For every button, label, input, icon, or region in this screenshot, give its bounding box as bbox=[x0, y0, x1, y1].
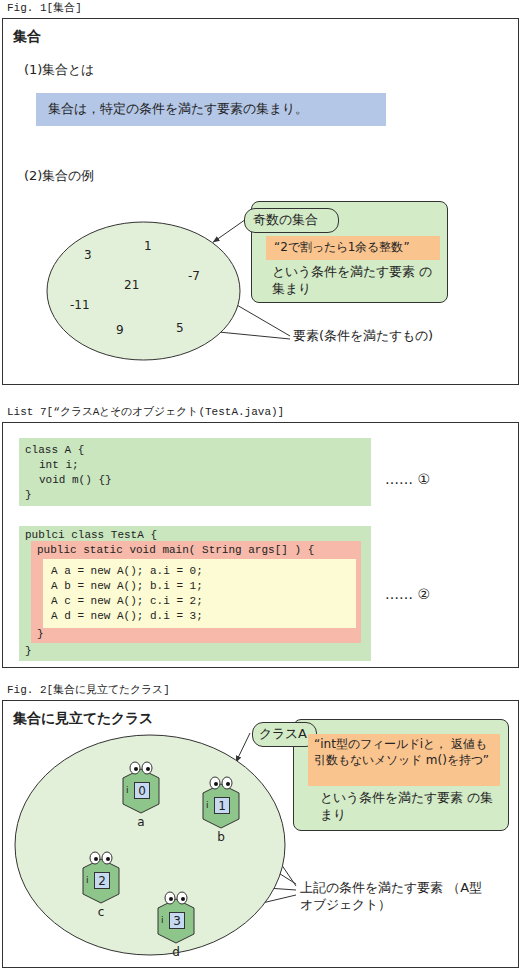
object-hexagon bbox=[123, 769, 159, 813]
node-text: 3 bbox=[84, 248, 114, 264]
code-line: } bbox=[25, 644, 32, 658]
object-eye bbox=[222, 777, 232, 789]
object-eye bbox=[210, 777, 220, 789]
node-text: -11 bbox=[70, 298, 100, 314]
code-line: } bbox=[37, 627, 44, 641]
annotation: (2)集合の例 bbox=[24, 168, 144, 185]
node-text: 奇数の集合 bbox=[253, 212, 333, 229]
class-code-block: publci class TestA {}public static void … bbox=[19, 526, 371, 661]
node-text: i bbox=[86, 875, 94, 887]
code-line: Fig. 2[集合に見立てたクラス] bbox=[7, 683, 170, 697]
leader-line bbox=[236, 733, 250, 762]
callout-number: …… ① bbox=[385, 470, 455, 488]
node-text: クラスA bbox=[259, 726, 311, 743]
field-value: 1 bbox=[214, 797, 230, 814]
node-text: b bbox=[214, 830, 228, 846]
node-text: d bbox=[169, 945, 183, 961]
condition-box: という条件を満たす要素 の集まりクラスA“int型のフィールドiと， 返値も引数… bbox=[293, 719, 509, 831]
object-hexagon bbox=[83, 859, 119, 903]
object-pupil bbox=[214, 782, 218, 786]
set-outline bbox=[47, 222, 240, 360]
annotation: 上記の条件を満たす要素 （A型オブジェクト） bbox=[300, 880, 485, 914]
object-pupil bbox=[94, 857, 98, 861]
condition-band: “int型のフィールドiと， 返値も引数もないメソッド m()を持つ” bbox=[308, 734, 500, 786]
object-eye bbox=[142, 762, 152, 774]
condition-box: という条件を満たす要素 の集まり 奇数の集合 “2で割ったら1余る整数” bbox=[251, 201, 448, 303]
node-text: 21 bbox=[124, 278, 154, 294]
object-pupil bbox=[181, 897, 185, 901]
field-value: 2 bbox=[94, 872, 110, 889]
definition-band: 集合は，特定の条件を満たす要素の集まり。 bbox=[36, 93, 386, 126]
code-line: A b = new A(); b.i = 1; bbox=[51, 579, 203, 593]
code-line: } bbox=[25, 488, 32, 502]
code-line: Fig. 1[集合] bbox=[7, 1, 82, 15]
callout-number: …… ② bbox=[385, 585, 455, 603]
node-text: 集合に見立てたクラス bbox=[13, 709, 233, 727]
listing-frame: List 7[“クラスAとそのオブジェクト(TestA.java)]class … bbox=[2, 422, 519, 668]
object-icon: i1b bbox=[201, 776, 241, 828]
code-line: class A { bbox=[25, 443, 84, 457]
object-pupil bbox=[226, 782, 230, 786]
statement-code-block: A a = new A(); a.i = 0;A b = new A(); b.… bbox=[43, 559, 356, 628]
code-line: void m() {} bbox=[39, 473, 112, 487]
object-eye bbox=[90, 852, 100, 864]
node-text: c bbox=[94, 905, 108, 921]
class-code-block: class A {int i;void m() {}} bbox=[19, 438, 371, 506]
node-text: 9 bbox=[116, 323, 146, 339]
object-eye bbox=[102, 852, 112, 864]
object-eye bbox=[165, 892, 175, 904]
object-eye bbox=[130, 762, 140, 774]
code-line: A c = new A(); c.i = 2; bbox=[51, 594, 203, 608]
object-pupil bbox=[169, 897, 173, 901]
code-line: public static void main( String args[] )… bbox=[37, 543, 314, 557]
connector bbox=[213, 221, 244, 243]
node-text: という条件を満たす要素 の集まり bbox=[320, 790, 502, 824]
field-value: 0 bbox=[134, 782, 150, 799]
node-text: “2で割ったら1余る整数” bbox=[274, 240, 434, 256]
set-ellipse bbox=[46, 221, 241, 361]
odd-set-ellipse: 3 1 21 -7 -11 9 5 bbox=[46, 221, 241, 361]
node-text: 集合 bbox=[13, 27, 113, 45]
node-text: 5 bbox=[176, 321, 206, 337]
code-line: A a = new A(); a.i = 0; bbox=[51, 564, 203, 578]
node-text: “int型のフィールドiと， 返値も引数もないメソッド m()を持つ” bbox=[314, 737, 494, 768]
object-hexagon bbox=[203, 784, 239, 828]
node-text: -7 bbox=[188, 269, 218, 285]
node-text: i bbox=[206, 800, 214, 812]
condition-band: “2で割ったら1余る整数” bbox=[266, 236, 440, 260]
annotation: 要素(条件を満たすもの) bbox=[293, 328, 468, 345]
node-text: という条件を満たす要素 の集まり bbox=[272, 264, 442, 298]
object-pupil bbox=[146, 767, 150, 771]
node-text: 集合は，特定の条件を満たす要素の集まり。 bbox=[48, 101, 378, 118]
object-eye bbox=[177, 892, 187, 904]
node-text: i bbox=[161, 915, 169, 927]
field-value: 3 bbox=[169, 912, 185, 929]
class-set-ellipse bbox=[15, 735, 285, 955]
method-code-block: public static void main( String args[] )… bbox=[31, 541, 361, 643]
code-line: A d = new A(); d.i = 3; bbox=[51, 609, 203, 623]
object-icon: i0a bbox=[121, 761, 161, 813]
figure-frame: Fig. 2[集合に見立てたクラス]集合に見立てたクラスという条件を満たす要素 … bbox=[2, 700, 519, 968]
annotation: (1)集合とは bbox=[24, 62, 144, 79]
code-line: List 7[“クラスAとそのオブジェクト(TestA.java)] bbox=[7, 405, 284, 419]
object-pupil bbox=[106, 857, 110, 861]
code-line: int i; bbox=[39, 458, 79, 472]
node-text: 1 bbox=[144, 239, 174, 255]
node-text: i bbox=[126, 785, 134, 797]
object-hexagon bbox=[158, 899, 194, 943]
object-icon: i3d bbox=[156, 891, 196, 943]
set-name-tab: 奇数の集合 bbox=[244, 208, 339, 233]
object-icon: i2c bbox=[81, 851, 121, 903]
node-text: a bbox=[134, 815, 148, 831]
object-pupil bbox=[134, 767, 138, 771]
